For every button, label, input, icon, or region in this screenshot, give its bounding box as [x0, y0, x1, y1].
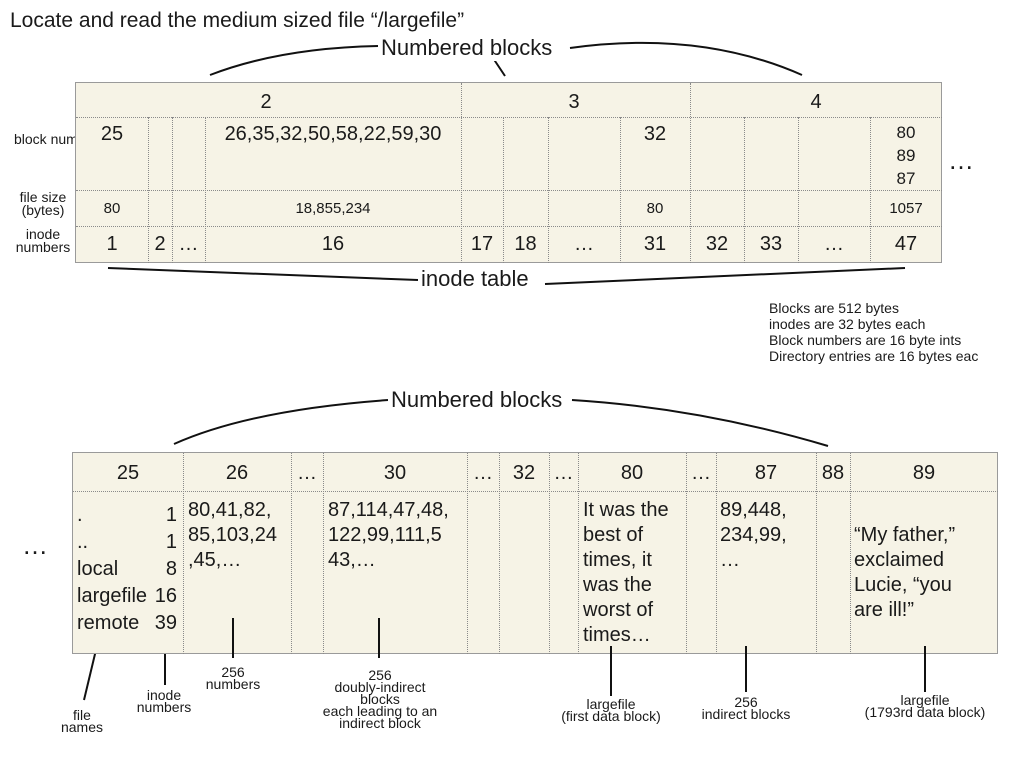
row-label-file-size: file size (bytes) [19, 189, 67, 218]
row-label-block-numbers: block numbers [14, 131, 106, 147]
block-header-ellipsis: … [553, 462, 574, 484]
directory-entry: ..1 [77, 531, 177, 553]
annotation-doubly-indirect: 256 doubly-indirect blocks each leading … [322, 667, 438, 731]
inode-number-17: 17 [470, 233, 494, 255]
block-header-30: 30 [383, 462, 407, 484]
block-header-3: 3 [568, 91, 580, 113]
block-header-88: 88 [821, 462, 845, 484]
annotation-file-names: file names [60, 707, 104, 735]
block-89-contents: “My father,” exclaimed Lucie, “you are i… [854, 524, 956, 621]
page-title: Locate and read the medium sized file “/… [10, 9, 465, 32]
numbered-blocks-label-bottom: Numbered blocks [388, 387, 566, 413]
annotation-first-data-block: largefile (first data block) [561, 696, 661, 724]
block-header-87: 87 [754, 462, 778, 484]
data-blocks-table: 25 26 … 30 … 32 … 80 … 87 88 89 .1 ..1 l… [72, 452, 998, 654]
block-header-ellipsis: … [691, 462, 711, 484]
inode16-size: 18,855,234 [295, 200, 371, 217]
inode1-blocks: 25 [100, 123, 124, 145]
block-header-ellipsis: … [297, 462, 317, 484]
leader-line [745, 646, 747, 692]
block-header-89: 89 [912, 462, 936, 484]
inode-ellipsis: … [574, 233, 594, 255]
numbered-blocks-label-top: Numbered blocks [378, 35, 556, 61]
block-87-contents: 89,448, 234,99, … [720, 499, 787, 571]
inode1-size: 80 [103, 200, 121, 217]
leader-line [924, 646, 926, 692]
leader-line [378, 618, 380, 658]
inode-number-18: 18 [514, 233, 537, 255]
block-header-ellipsis: … [473, 462, 493, 484]
row-label-inode-numbers: inode numbers [15, 226, 71, 255]
inode47-blocks: 80 89 87 [896, 123, 916, 188]
inode-ellipsis: … [178, 233, 199, 255]
directory-entry: .1 [77, 504, 177, 526]
ellipsis-left: … [22, 530, 48, 560]
block-header-26: 26 [225, 462, 249, 484]
annotation-inode-numbers: inode numbers [136, 687, 192, 715]
annotation-indirect-blocks: 256 indirect blocks [701, 694, 791, 722]
inode-number-47: 47 [894, 233, 918, 255]
block-header-4: 4 [810, 91, 822, 113]
inode-table: 2 3 4 25 26,35,32,50,58,22,59,30 32 80 8… [75, 82, 942, 263]
inode16-blocks: 26,35,32,50,58,22,59,30 [224, 123, 442, 145]
annotation-256-numbers: 256 numbers [205, 664, 261, 692]
inode-number-1: 1 [106, 233, 118, 255]
inode-number-2: 2 [154, 233, 166, 255]
block-30-contents: 87,114,47,48, 122,99,111,5 43,… [328, 499, 449, 571]
inode31-blocks: 32 [643, 123, 667, 145]
inode-number-31: 31 [643, 233, 667, 255]
inode31-size: 80 [646, 200, 664, 217]
leader-line [232, 618, 234, 658]
inode-number-16: 16 [321, 233, 345, 255]
block-26-contents: 80,41,82, 85,103,24 ,45,… [188, 499, 277, 571]
ellipsis-right: … [948, 145, 974, 175]
inode47-size: 1057 [889, 200, 923, 217]
block-80-contents: It was the best of times, it was the wor… [583, 499, 669, 646]
notes: Blocks are 512 bytes inodes are 32 bytes… [769, 300, 979, 364]
block-header-32: 32 [512, 462, 536, 484]
block-header-2: 2 [260, 91, 272, 113]
annotation-last-data-block: largefile (1793rd data block) [864, 692, 986, 720]
leader-line [610, 646, 612, 696]
block-header-80: 80 [620, 462, 644, 484]
inode-number-32: 32 [705, 233, 729, 255]
inode-number-33: 33 [759, 233, 783, 255]
inode-table-label: inode table [418, 266, 532, 292]
block-header-25: 25 [116, 462, 140, 484]
inode-ellipsis: … [824, 233, 844, 255]
